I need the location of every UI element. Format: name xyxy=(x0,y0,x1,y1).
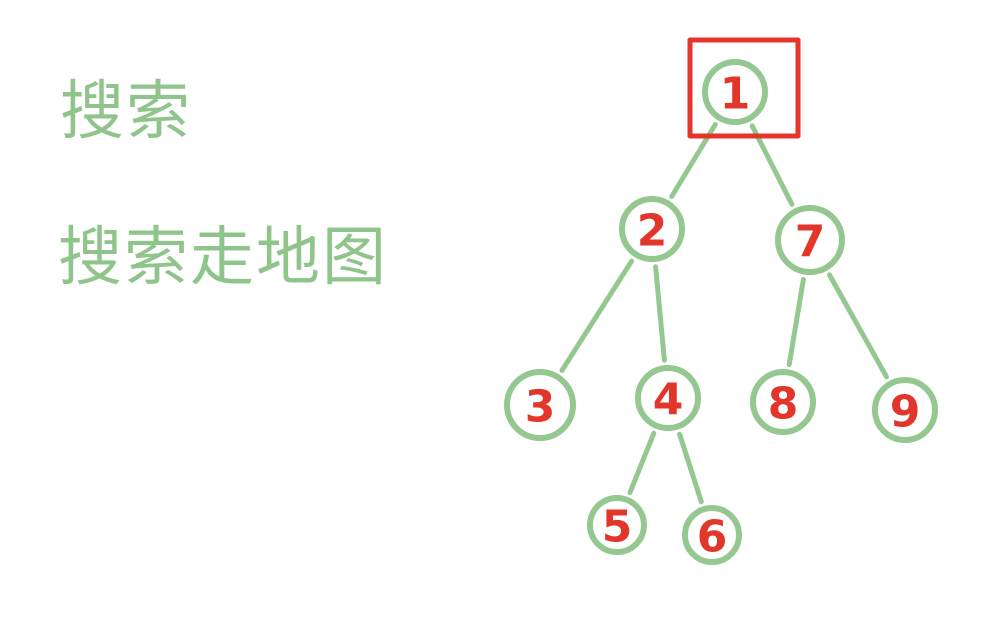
node-label-7: 7 xyxy=(795,217,826,268)
node-label-8: 8 xyxy=(768,379,799,430)
tree-node-4: 4 xyxy=(635,365,701,431)
node-circle-7 xyxy=(775,205,845,275)
node-circle-4 xyxy=(635,365,701,431)
edge-2-4 xyxy=(653,264,667,363)
edge-7-8 xyxy=(786,277,806,367)
node-label-3: 3 xyxy=(525,382,556,433)
edge-4-6 xyxy=(677,431,704,505)
node-label-5: 5 xyxy=(602,502,633,553)
edges-layer xyxy=(559,122,889,505)
tree-node-1: 1 xyxy=(702,59,768,125)
edge-1-7 xyxy=(749,123,795,207)
tree-node-9: 9 xyxy=(872,377,938,443)
node-circle-8 xyxy=(750,369,816,435)
tree-node-5: 5 xyxy=(587,495,647,555)
node-circle-9 xyxy=(872,377,938,443)
nodes-layer: 1 2 7 3 4 8 9 5 6 xyxy=(504,59,938,565)
node-label-1: 1 xyxy=(720,69,751,120)
node-label-6: 6 xyxy=(697,512,728,563)
tree-node-3: 3 xyxy=(504,369,576,441)
edge-2-3 xyxy=(559,258,635,373)
root-highlight-box xyxy=(687,37,801,139)
node-label-2: 2 xyxy=(637,206,668,257)
tree-node-2: 2 xyxy=(619,196,685,262)
edge-7-9 xyxy=(827,272,889,380)
node-circle-5 xyxy=(587,495,647,555)
node-circle-2 xyxy=(619,196,685,262)
tree-node-7: 7 xyxy=(775,205,845,275)
node-circle-3 xyxy=(504,369,576,441)
tree-node-6: 6 xyxy=(682,505,742,565)
tree-node-8: 8 xyxy=(750,369,816,435)
node-label-4: 4 xyxy=(653,375,684,426)
node-label-9: 9 xyxy=(890,387,921,438)
note-subtitle: 搜索走地图 xyxy=(58,221,388,295)
edge-4-5 xyxy=(627,430,657,495)
note-title: 搜索 xyxy=(60,75,192,149)
node-circle-6 xyxy=(682,505,742,565)
node-circle-1 xyxy=(702,59,768,125)
